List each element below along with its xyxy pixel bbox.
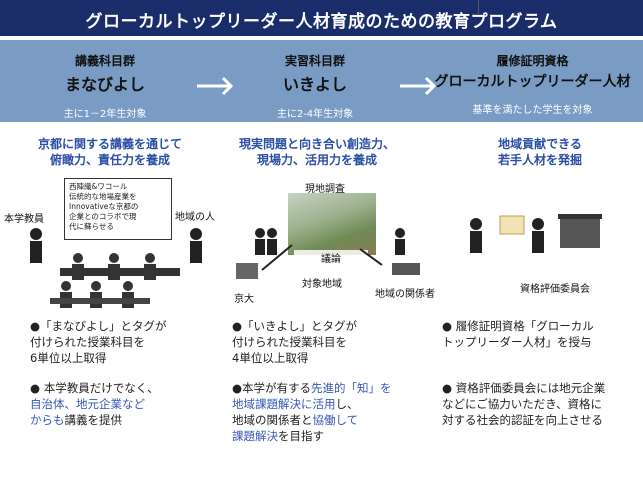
column-name: いきよし [282, 75, 347, 94]
person-icon [190, 241, 202, 263]
person-icon [30, 241, 42, 263]
subtitle-line: 地域貢献できる [498, 137, 582, 151]
bullet-line: ●「いきよし」とタグが [232, 319, 358, 333]
bullet-highlight: 地域課題解決に活用 [232, 397, 336, 411]
bullet-highlight: 協働して [312, 413, 359, 427]
person-icon [30, 228, 42, 240]
bullet-highlight: 課題解決 [232, 429, 278, 443]
program-band [0, 40, 643, 122]
bullet-highlight: からも [30, 413, 65, 427]
column-target: 基準を満たした学生を対象 [472, 105, 593, 116]
page-title: グローカルトップリーダー人材育成のための教育プログラム [85, 12, 558, 32]
bullet-line: ● 資格評価委員会には地元企業 [442, 381, 606, 395]
column-group: 実習科目群 [284, 54, 345, 68]
column-2-header: 実習科目群 いきよし 主に2-4年生対象 [240, 52, 390, 120]
whiteboard: 西陣織&ワコール 伝統的な地場産業を Innovativeな京都の 企業とのコラ… [64, 178, 172, 240]
bullet-line: 付けられた授業科目を [30, 335, 145, 349]
whiteboard-line: Innovativeな京都の [69, 202, 139, 211]
lecture-scene [30, 228, 202, 308]
committee-label: 資格評価委員会 [520, 284, 590, 295]
bullet-highlight: 先進的「知」を [311, 381, 392, 395]
subtitle-line: 俯瞰力、責任力を養成 [49, 153, 170, 167]
whiteboard-line: 企業とのコラボで現 [69, 212, 137, 221]
onsite-survey-label: 現地調査 [305, 184, 345, 195]
stakeholder-label: 地域の関係者 [375, 289, 435, 300]
column-target: 主に2-4年生対象 [276, 109, 354, 120]
column-name: グローカルトップリーダー人材 [434, 74, 631, 90]
bullet-line: 対する社会的認証を向上させる [442, 413, 603, 427]
bullet-line: 6単位以上取得 [30, 351, 107, 365]
column-1-lecture-info: ● 本学教員だけでなく、 自治体、地元企業など からも講義を提供 [30, 380, 220, 428]
column-1-header: 講義科目群 まなびよし 主に1－2年生対象 [30, 52, 180, 120]
person-icon [190, 228, 202, 240]
teacher-label: 本学教員 [4, 214, 44, 225]
column-1-requirement: ●「まなびよし」とタグが 付けられた授業科目を 6単位以上取得 [30, 318, 220, 366]
column-2-subtitle: 現実問題と向き合い創造力、 現場力、活用力を養成 [232, 136, 402, 168]
building-icon [560, 218, 600, 248]
arrow-icon [261, 244, 293, 271]
onsite-scene [236, 228, 420, 279]
arrow-icon [359, 248, 383, 266]
subtitle-line: 若手人材を発掘 [497, 153, 582, 167]
person-icon [470, 218, 544, 253]
discussion-label: 議論 [294, 250, 368, 265]
certificate-scene [470, 214, 602, 253]
bullet-text: 講義を提供 [64, 413, 123, 427]
divider [478, 0, 479, 14]
whiteboard-line: 代に蘇らせる [69, 222, 114, 231]
bullet-text: ● 本学教員だけでなく、 [30, 381, 159, 395]
bullet-line: などにご協力いただき、資格に [442, 397, 602, 411]
column-group: 講義科目群 [74, 54, 135, 68]
arrow-right-icon [400, 76, 437, 96]
bullet-line: 付けられた授業科目を [232, 335, 347, 349]
subtitle-line: 京都に関する講義を通じて [37, 137, 182, 151]
bullet-line: トップリーダー人材」を授与 [442, 335, 592, 349]
student-icons [50, 253, 156, 308]
bullet-text: 地域の関係者と [232, 413, 313, 427]
bullet-line: ● 履修証明資格「グローカル [442, 319, 594, 333]
bullet-text: ●本学が有する [232, 381, 312, 395]
column-2-practice-info: ●本学が有する先進的「知」を 地域課題解決に活用し、 地域の関係者と協働して 課… [232, 380, 432, 444]
title-bar [0, 0, 643, 36]
subtitle-line: 現実問題と向き合い創造力、 [238, 137, 395, 151]
factory-icon [392, 263, 420, 275]
bullet-line: ●「まなびよし」とタグが [30, 319, 167, 333]
bullet-text: し、 [335, 397, 359, 411]
column-1-subtitle: 京都に関する講義を通じて 俯瞰力、責任力を養成 [20, 136, 200, 168]
column-3-award-info: ● 履修証明資格「グローカル トップリーダー人材」を授与 [442, 318, 642, 350]
column-3-committee-info: ● 資格評価委員会には地元企業 などにご協力いただき、資格に 対する社会的認証を… [442, 380, 642, 428]
column-name: まなびよし [64, 75, 145, 94]
bullet-highlight: 自治体、地元企業など [30, 397, 145, 411]
target-area-label: 対象地域 [302, 279, 342, 290]
local-people-label: 地域の人 [175, 212, 215, 223]
person-icon [255, 228, 405, 255]
column-group: 履修証明資格 [496, 54, 569, 68]
whiteboard-line: 西陣織&ワコール [69, 182, 128, 191]
column-3-header: 履修証明資格 グローカルトップリーダー人材 基準を満たした学生を対象 [430, 52, 635, 116]
whiteboard-line: 伝統的な地場産業を [69, 192, 137, 201]
column-3-subtitle: 地域貢献できる 若手人材を発掘 [470, 136, 610, 168]
certificate-icon [499, 215, 525, 235]
university-label: 京大 [234, 294, 254, 305]
arrow-right-icon [197, 76, 234, 96]
column-target: 主に1－2年生対象 [63, 109, 147, 120]
column-2-requirement: ●「いきよし」とタグが 付けられた授業科目を 4単位以上取得 [232, 318, 422, 366]
bullet-line: 4単位以上取得 [232, 351, 309, 365]
bullet-text: を目指す [278, 429, 324, 443]
building-icon [236, 263, 258, 279]
site-photo [288, 193, 376, 255]
subtitle-line: 現場力、活用力を養成 [256, 153, 377, 167]
